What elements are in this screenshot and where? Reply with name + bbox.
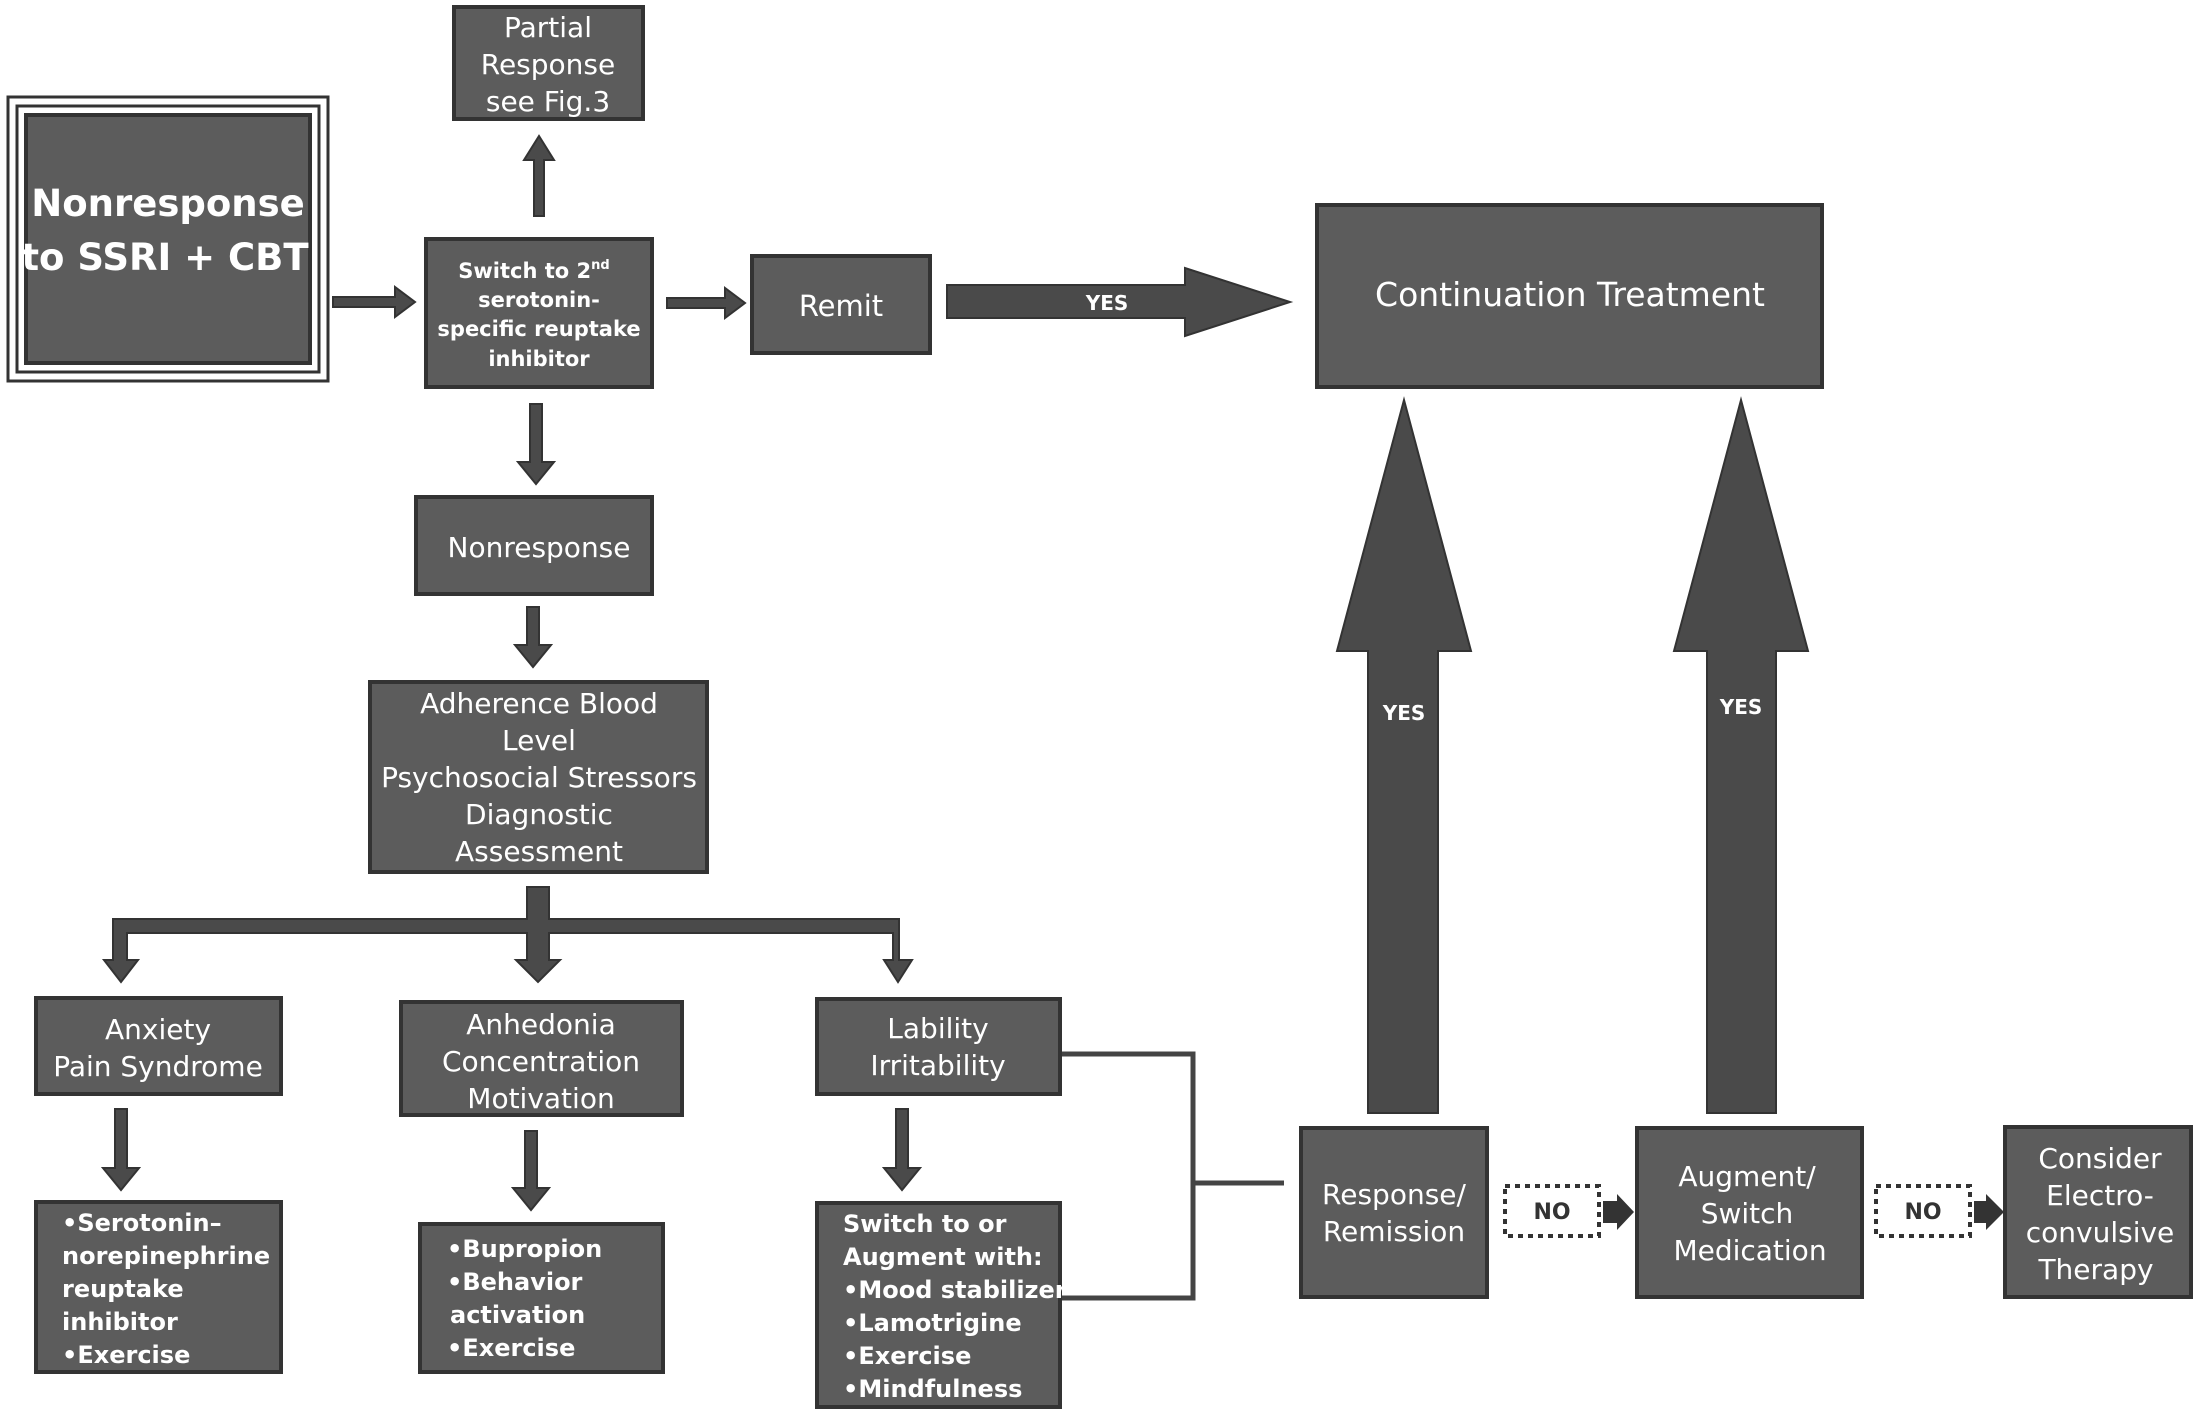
switch-ssri-node: Switch to 2nd serotonin- specific reupta… [424,237,654,389]
yes-label-response: YES [1382,701,1426,725]
continuation-label: Continuation Treatment [1375,275,1765,314]
anhedonia-tx-line3: activation [450,1301,585,1329]
lability-tx-line2: Augment with: [843,1243,1043,1271]
anhedonia-treatment-node: •Bupropion •Behavior activation •Exercis… [418,1222,665,1374]
switch-line3: specific reuptake [437,317,640,341]
anhedonia-tx-line1: •Bupropion [447,1235,602,1263]
ect-node: Consider Electro- convulsive Therapy [2003,1125,2193,1299]
augment-line3: Medication [1673,1234,1826,1267]
continuation-treatment-node: Continuation Treatment [1315,203,1824,389]
no-connector-augment-to-ect: NO [1874,1184,2004,1238]
lability-treatment-node: Switch to or Augment with: •Mood stabili… [815,1201,1067,1409]
anxiety-treatment-node: •Serotonin– norepinephrine reuptake inhi… [34,1200,283,1374]
anhedonia-tx-line2: •Behavior [447,1268,583,1296]
assessment-line4: Diagnostic [465,798,613,831]
no-connector-response-to-augment: NO [1503,1184,1634,1238]
response-remission-node: Response/ Remission [1299,1126,1489,1299]
arrow-switch-to-nonresponse [515,403,557,486]
lability-tx-line6: •Mindfulness [843,1375,1022,1403]
partial-line1: Partial [504,11,592,44]
lability-tx-line1: Switch to or [843,1210,1007,1238]
augment-switch-node: Augment/ Switch Medication [1635,1126,1864,1299]
lability-node: Lability Irritability [815,997,1062,1096]
ect-line1: Consider [2038,1142,2162,1175]
anhedonia-line3: Motivation [467,1082,614,1115]
ect-line3: convulsive [2026,1216,2175,1249]
arrow-response-to-continuation: YES [1335,396,1473,1114]
response-line2: Remission [1323,1215,1465,1248]
switch-line2: serotonin- [478,288,600,312]
start-line1: Nonresponse [31,182,304,225]
assessment-line1: Adherence Blood [420,687,658,720]
remit-label: Remit [799,289,883,323]
svg-text:Switch to 2nd: Switch to 2nd [458,258,609,283]
response-line1: Response/ [1322,1178,1466,1211]
start-line2: to SSRI + CBT [21,236,309,279]
remit-node: Remit [750,254,932,355]
anxiety-tx-line5: •Exercise [62,1341,190,1369]
yes-label-remit: YES [1085,291,1129,315]
arrow-switch-to-partial [522,134,556,217]
switch-line1: Switch to 2 [458,259,591,283]
anxiety-line1: Anxiety [105,1013,211,1046]
arrow-remit-to-continuation: YES [946,266,1294,338]
switch-sup: nd [591,258,610,273]
anxiety-node: Anxiety Pain Syndrome [34,996,283,1096]
anxiety-line2: Pain Syndrome [53,1050,263,1083]
arrow-lability-to-tx [881,1108,923,1192]
branch-connector [101,886,914,984]
switch-line4: inhibitor [488,347,590,371]
lability-line2: Irritability [870,1049,1005,1082]
anxiety-tx-line1: •Serotonin– [62,1209,222,1237]
lability-tx-line5: •Exercise [843,1342,971,1370]
ect-line2: Electro- [2046,1179,2154,1212]
partial-response-node: Partial Response see Fig.3 [452,5,645,121]
assessment-line2: Level [502,724,576,757]
lability-to-response-connector [1062,1051,1284,1301]
augment-line1: Augment/ [1678,1160,1816,1193]
assessment-node: Adherence Blood Level Psychosocial Stres… [368,680,709,874]
anhedonia-node: Anhedonia Concentration Motivation [399,1000,684,1117]
start-node: Nonresponse to SSRI + CBT [6,95,330,383]
anhedonia-tx-line4: •Exercise [447,1334,575,1362]
arrow-switch-to-remit [666,286,747,320]
nonresponse-node: Nonresponse [414,495,654,596]
partial-line3: see Fig.3 [486,85,610,118]
arrow-anxiety-to-tx [100,1108,142,1192]
augment-line2: Switch [1701,1197,1794,1230]
ect-line4: Therapy [2037,1253,2153,1286]
anxiety-tx-line2: norepinephrine [62,1242,270,1270]
lability-tx-line3: •Mood stabilizer [843,1276,1067,1304]
arrow-nonresponse-to-assessment [512,606,554,669]
yes-label-augment: YES [1719,695,1763,719]
no-label-2: NO [1904,1200,1941,1225]
partial-line2: Response [481,48,615,81]
anhedonia-line2: Concentration [442,1045,640,1078]
anxiety-tx-line4: inhibitor [62,1308,178,1336]
assessment-line3: Psychosocial Stressors [381,761,697,794]
arrow-start-to-switch [332,285,417,319]
anxiety-tx-line3: reuptake [62,1275,184,1303]
no-label-1: NO [1533,1200,1570,1225]
lability-tx-line4: •Lamotrigine [843,1309,1022,1337]
assessment-line5: Assessment [455,835,623,868]
arrow-anhedonia-to-tx [510,1130,552,1212]
arrow-augment-to-continuation: YES [1672,396,1810,1114]
nonresponse-label: Nonresponse [448,531,631,564]
lability-line1: Lability [887,1012,988,1045]
anhedonia-line1: Anhedonia [466,1008,615,1041]
